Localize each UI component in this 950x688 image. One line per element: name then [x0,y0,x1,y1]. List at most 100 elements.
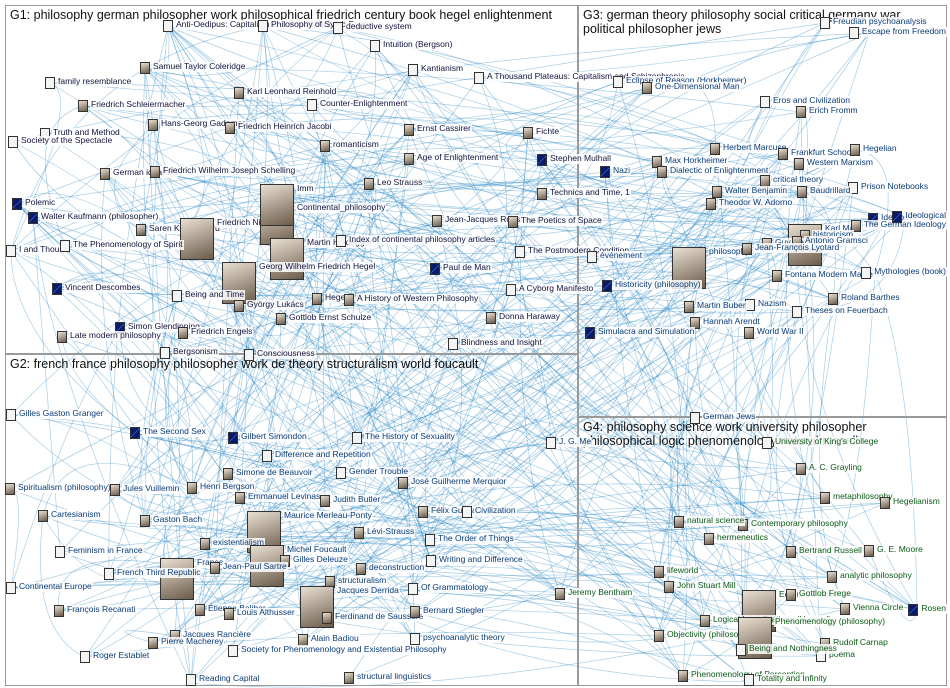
graph-node[interactable]: Friedrich Wilhelm Joseph Schelling [150,166,296,178]
graph-node[interactable]: Rosen [908,604,947,616]
graph-node[interactable]: Cartesianism [38,510,102,522]
graph-node[interactable]: Samuel Taylor Coleridge [140,62,246,74]
graph-node[interactable]: Kantianism [408,64,464,76]
graph-node[interactable]: Simone de Beauvoir [223,468,314,480]
graph-node[interactable]: Pierre Macherey [148,637,224,649]
graph-node[interactable]: Ideological [892,211,947,223]
graph-node[interactable]: Vincent Descombes [52,283,141,295]
graph-node[interactable]: French Third Republic [104,568,201,580]
graph-node[interactable]: A History of Western Philosophy [344,294,479,306]
graph-node[interactable]: Theses on Feuerbach [792,306,889,318]
graph-node[interactable]: Counter-Enlightenment [307,99,408,111]
graph-node[interactable]: Baudrillard [797,186,852,198]
graph-node[interactable]: Index of continental philosophy articles [336,235,496,247]
graph-node[interactable]: Technics and Time, 1 [537,188,631,200]
graph-node[interactable]: Simulacra and Simulation [585,327,695,339]
graph-node[interactable]: Dialectic of Enlightenment [657,166,769,178]
graph-node[interactable]: Writing and Difference [426,555,524,567]
graph-node[interactable]: Gilles Gaston Granger [6,409,105,421]
graph-node[interactable]: Western Marxism [794,158,874,170]
graph-node[interactable]: événement [587,251,643,263]
graph-node[interactable]: The History of Sexuality [352,432,456,444]
graph-node[interactable]: Escape from Freedom [849,27,947,39]
graph-node[interactable]: Hegel [312,293,348,305]
graph-node[interactable]: University of King's College [762,437,879,449]
graph-node[interactable]: Consciousness [244,349,316,361]
graph-node[interactable]: Blindness and Insight [448,338,543,350]
graph-node[interactable]: Donna Haraway [486,312,561,324]
graph-node[interactable]: Emmanuel Levinas [235,492,321,504]
graph-node[interactable]: José Guilherme Merquior [398,477,507,489]
graph-node[interactable]: Bernard Stiegler [410,606,485,618]
graph-node[interactable]: Stephen Mulhall [537,154,612,166]
graph-node[interactable]: Lévi-Strauss [354,527,415,539]
graph-node[interactable]: Erich Fromm [796,106,859,118]
graph-node[interactable]: Hegelianism [880,497,941,509]
graph-node[interactable]: Society of the Spectacle [8,136,113,148]
graph-node[interactable]: The Phenomenology of Spirit [60,240,184,252]
graph-node[interactable]: John Stuart Mill [664,581,737,593]
graph-node[interactable]: deductive system [333,22,413,34]
graph-node[interactable]: Gaston Bach [140,515,203,527]
graph-node[interactable]: Jean-François Lyotard [742,243,840,255]
graph-node[interactable]: A. C. Grayling [796,463,863,475]
graph-node[interactable]: Nazism [745,299,787,311]
graph-node[interactable]: Nazi [600,166,631,178]
graph-node[interactable]: The Poetics of Space [508,216,603,228]
graph-node[interactable]: Vienna Circle [840,603,904,615]
graph-node[interactable]: Gottlob Frege [786,589,852,601]
graph-node[interactable]: Gottlob Ernst Schulze [276,313,372,325]
graph-node[interactable]: Bertrand Russell [786,546,863,558]
graph-node[interactable]: Hegelian [850,144,898,156]
graph-node[interactable]: Reading Capital [186,674,260,686]
graph-node[interactable]: natural science [674,516,745,528]
graph-node[interactable]: Paul de Man [430,263,492,275]
graph-node[interactable]: Jules Vuillemin [110,484,180,496]
graph-node[interactable]: The Second Sex [130,427,207,439]
graph-node[interactable]: One-Dimensional Man [642,82,741,94]
graph-node[interactable]: Theodor W. Adorno [706,198,793,210]
graph-node[interactable]: I and Thou [6,245,61,257]
graph-node[interactable]: Prison Notebooks [848,182,929,194]
graph-node[interactable]: Difference and Repetition [262,450,372,462]
graph-node[interactable]: Ernst Cassirer [404,124,472,136]
graph-node[interactable]: Civilization [462,506,517,518]
graph-node[interactable]: A Cyborg Manifesto [506,284,594,296]
graph-node[interactable]: Contemporary philosophy [738,519,849,531]
graph-node[interactable]: romanticism [320,140,380,152]
graph-node[interactable]: G. E. Moore [864,545,924,557]
graph-node[interactable]: Bergsonism [160,347,219,359]
graph-node[interactable]: Gilles Deleuze [280,555,349,567]
graph-node[interactable]: Fichte [523,127,560,139]
graph-node[interactable]: Jean-Paul Sartre [210,562,288,574]
graph-node[interactable]: Imm [260,184,315,226]
graph-node[interactable]: J. G. Me [546,437,592,449]
graph-node[interactable]: Mythologies (book) [861,267,947,279]
graph-node[interactable]: structural linguistics [344,672,432,684]
graph-node[interactable]: Continental Europe [6,582,93,594]
graph-node[interactable]: Totality and Infinity [744,674,828,686]
graph-node[interactable]: The Order of Things [425,534,515,546]
graph-node[interactable]: lifeworld [654,566,699,578]
graph-node[interactable]: György Lukács [234,300,305,312]
graph-node[interactable]: Gilbert Simondon [228,432,308,444]
graph-node[interactable]: Leo Strauss [364,178,423,190]
graph-node[interactable]: Friedrich Schleiermacher [78,100,186,112]
graph-node[interactable]: Of Grammatology [408,583,489,595]
graph-node[interactable]: Late modern philosophy [57,331,162,343]
graph-node[interactable]: Walter Kaufmann (philosopher) [28,212,159,224]
graph-node[interactable]: hermeneutics [704,533,769,545]
graph-node[interactable]: Intuition (Bergson) [370,40,453,52]
graph-node[interactable]: Spiritualism (philosophy) [5,483,112,495]
graph-node[interactable]: World War II [744,327,805,339]
graph-node[interactable]: Martin Buber [684,301,747,313]
graph-node[interactable]: Age of Enlightenment [404,153,499,165]
graph-node[interactable]: Historicity (philosophy) [602,280,702,292]
graph-node[interactable]: Friedrich Heinrich Jacobi [225,122,333,134]
graph-node[interactable]: Feminism in France [55,546,144,558]
graph-node[interactable]: Louis Althusser [224,608,296,620]
graph-node[interactable]: Roger Establet [80,651,150,663]
graph-node[interactable]: Herbert Marcuse [710,143,787,155]
graph-node[interactable]: Judith Butler [320,495,381,507]
graph-node[interactable]: Roland Barthes [828,293,901,305]
